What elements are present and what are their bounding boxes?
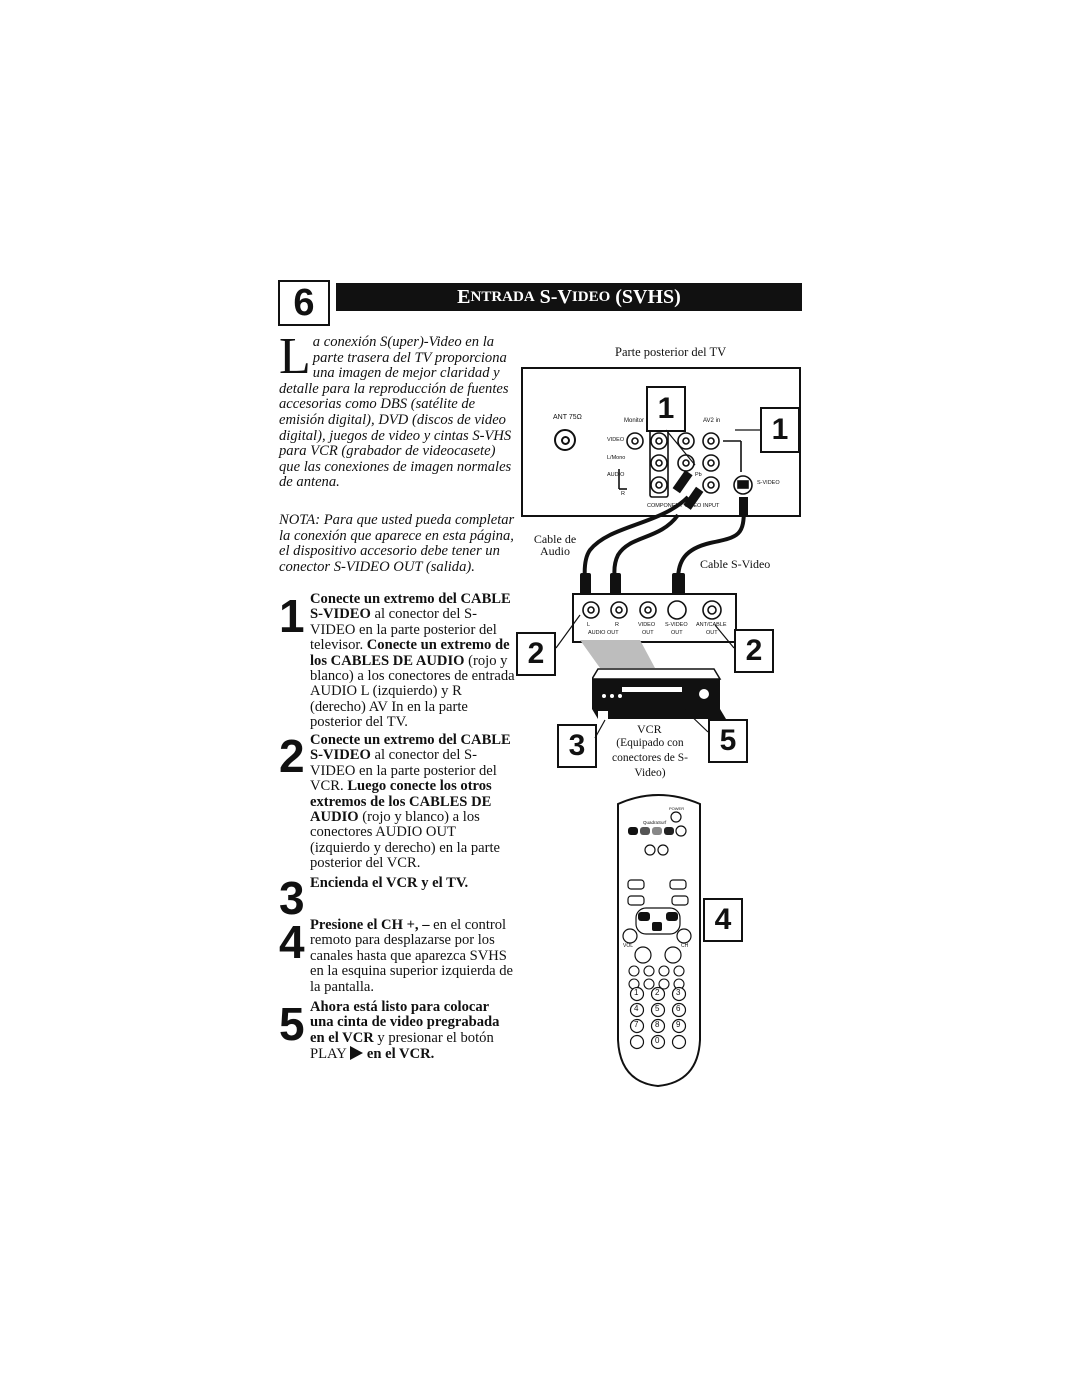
step-2-text-1: al conector del S-VIDEO en la parte post… xyxy=(310,747,497,795)
step-2-number: 2 xyxy=(279,730,305,782)
vcr-svideo-out-label: OUT xyxy=(671,630,683,636)
vcr-device xyxy=(592,668,726,719)
remote-key-2: 2 xyxy=(655,988,660,997)
monitor-label: Monitor xyxy=(624,418,645,424)
remote-control xyxy=(617,794,701,1088)
vcr-antcable-label: ANT/CABLE xyxy=(696,622,727,628)
play-icon xyxy=(349,1046,363,1061)
vcr-back-panel: L R AUDIO OUT VIDEO OUT S-VIDEO OUT ANT/… xyxy=(572,593,737,643)
callout-2-left: 2 xyxy=(516,632,556,676)
title-cap-2: S-V xyxy=(539,285,572,308)
remote-ch-label: CH xyxy=(681,943,689,949)
step-5-bold-2: en el VCR. xyxy=(366,1046,435,1063)
step-1-text: Conecte un extremo del CABLE S-VIDEO al … xyxy=(310,591,515,731)
step-1-bold-1: Conecte un extremo del CABLE S-VIDEO xyxy=(310,591,511,623)
vcr-l-label: L xyxy=(587,622,591,628)
step-4-number: 4 xyxy=(279,916,305,968)
callout-1-tv: 1 xyxy=(760,407,800,453)
vcr-audio-out-label: AUDIO OUT xyxy=(588,630,619,636)
callout-leaders xyxy=(555,429,760,739)
step-5-bold-1: Ahora está listo para colocar una cinta … xyxy=(310,999,500,1046)
title-rest-1: NTRADA xyxy=(470,288,535,305)
step-4-text-1: en el control remoto para desplazarse po… xyxy=(310,917,514,995)
vcr-label: VCR xyxy=(637,722,662,736)
ant-label: ANT 75Ω xyxy=(553,414,582,421)
step-4-text: Presione el CH +, – en el control remoto… xyxy=(310,917,515,995)
remote-key-7: 7 xyxy=(634,1020,639,1029)
step-1-bold-2: Conecte un extremo de los CABLES DE AUDI… xyxy=(310,637,510,669)
cable-svideo-label: Cable S-Video xyxy=(700,557,771,571)
audio-label: AUDIO xyxy=(607,472,625,478)
pb-label: Pb xyxy=(695,472,702,478)
callout-1-tv-svideo: 1 xyxy=(646,386,686,432)
callout-3: 3 xyxy=(557,724,597,768)
cable-audio-label: Cable de Audio xyxy=(533,532,577,558)
dropcap: L xyxy=(279,328,311,385)
callout-2-right: 2 xyxy=(734,629,774,673)
svideo-label: S-VIDEO xyxy=(757,480,780,486)
tv-back-panel: ANT 75Ω Monitor AV2 in VIDEO L/Mono AUDI… xyxy=(521,367,801,517)
component-label: COMPONENT VIDEO INPUT xyxy=(647,503,720,509)
step-5-text-1: y presionar el botón PLAY xyxy=(310,1029,494,1063)
vcr-video-label: VIDEO xyxy=(638,622,656,628)
tv-jacks-drawing xyxy=(618,426,753,515)
step-5-text: Ahora está listo para colocar una cinta … xyxy=(310,999,515,1063)
vcr-r-label: R xyxy=(615,622,619,628)
step-1-text-1: al conector del S-VIDEO en la parte post… xyxy=(310,606,497,654)
cables-drawing xyxy=(580,495,746,599)
remote-key-3: 3 xyxy=(676,988,681,997)
vcr-jacks-drawing xyxy=(582,600,722,620)
step-3-number: 3 xyxy=(279,872,305,924)
remote-power-label: POWER xyxy=(669,806,685,811)
step-3-bold-1: Encienda el VCR y el TV. xyxy=(310,875,469,891)
remote-key-1: 1 xyxy=(634,988,639,997)
note-paragraph: NOTA: Para que usted pueda completar la … xyxy=(279,512,515,575)
tv-back-label: Parte posterior del TV xyxy=(615,345,727,359)
remote-key-6: 6 xyxy=(676,1004,681,1013)
remote-key-4: 4 xyxy=(634,1004,639,1013)
step-4-bold-1: Presione el CH +, – xyxy=(310,917,430,933)
remote-vol-label: VOL xyxy=(623,943,634,949)
remote-key-8: 8 xyxy=(655,1020,660,1029)
remote-key-9: 9 xyxy=(676,1020,681,1029)
remote-key-0: 0 xyxy=(655,1036,660,1045)
vcr-svideo-label: S-VIDEO xyxy=(665,622,688,628)
remote-quadra-label: QuadraSurf xyxy=(643,820,667,825)
vcr-video-out-label: OUT xyxy=(642,630,654,636)
step-2-text: Conecte un extremo del CABLE S-VIDEO al … xyxy=(310,732,515,872)
remote-key-5: 5 xyxy=(655,1004,660,1013)
title-rest-2: IDEO xyxy=(571,288,611,305)
vcr-out-label: OUT xyxy=(706,630,718,636)
panel-shadow xyxy=(580,640,655,668)
step-2-text-2: (rojo y blanco) a los conectores AUDIO O… xyxy=(310,809,501,872)
intro-text: a conexión S(uper)-Video en la parte tra… xyxy=(279,334,512,491)
lmono-label: L/Mono xyxy=(607,455,626,461)
section-number: 6 xyxy=(278,280,330,326)
step-2-bold-1: Conecte un extremo del CABLE S-VIDEO xyxy=(310,732,511,764)
step-2-bold-2: Luego conecte los otros extremos de los … xyxy=(310,778,492,826)
av2in-label: AV2 in xyxy=(703,418,721,424)
antenna-jack xyxy=(554,429,576,451)
vcr-sub-label: (Equipado con conectores de S-Video) xyxy=(612,737,688,779)
step-1-number: 1 xyxy=(279,590,305,642)
r-label: R xyxy=(621,491,625,497)
title-part-3: (SVHS) xyxy=(615,285,681,308)
title-cap-1: E xyxy=(457,285,471,308)
step-3-text: Encienda el VCR y el TV. xyxy=(310,875,515,891)
video-label: VIDEO xyxy=(607,437,625,443)
callout-5: 5 xyxy=(708,719,748,763)
callout-4: 4 xyxy=(703,898,743,942)
step-5-number: 5 xyxy=(279,998,305,1050)
step-1-text-2: (rojo y blanco) a los conectores de entr… xyxy=(310,652,515,731)
